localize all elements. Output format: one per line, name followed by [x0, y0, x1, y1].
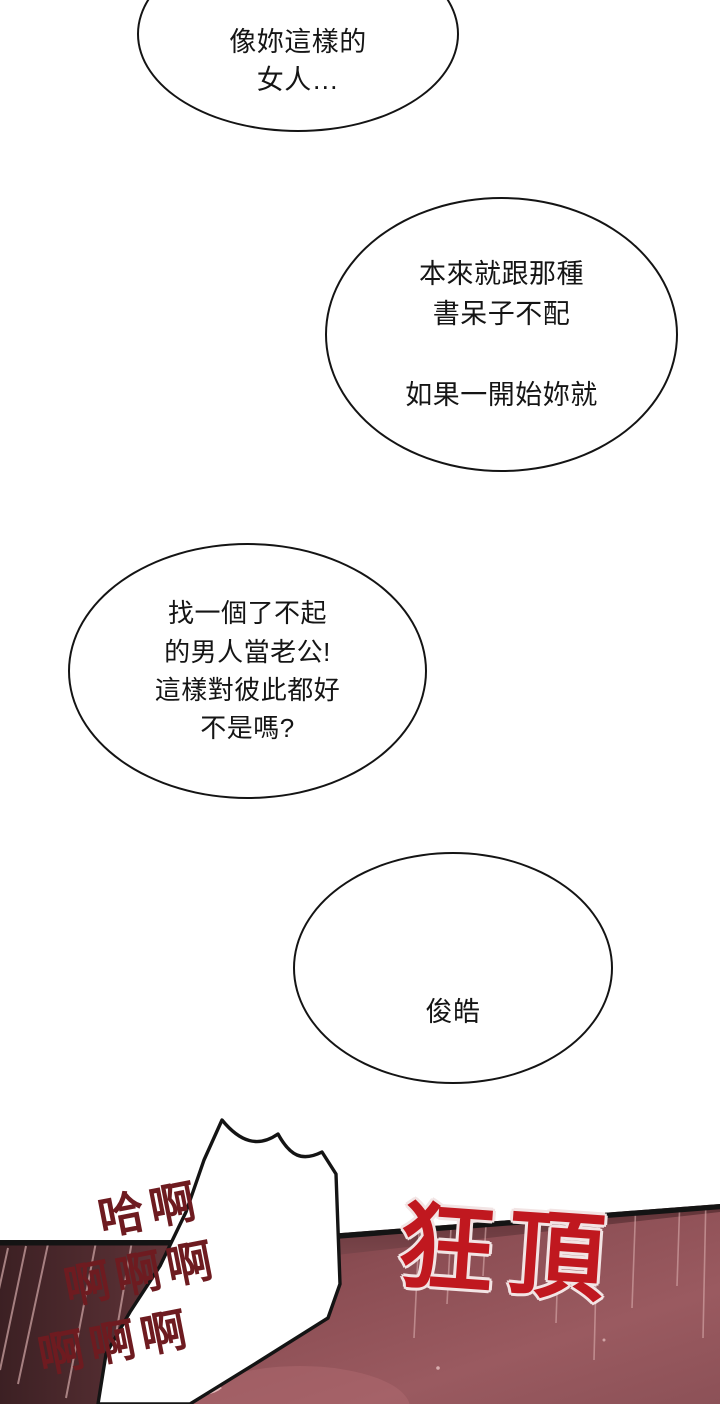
- speech-bubble-2: 本來就跟那種 書呆子不配 如果一開始妳就: [325, 197, 678, 472]
- bottom-art-panel: 哈啊 啊啊啊 啊啊啊 狂頂: [0, 1108, 720, 1404]
- speech-bubble-4: 俊皓: [293, 852, 613, 1084]
- shout-bubble-shape: [96, 1118, 342, 1404]
- speech-bubble-4-text: 俊皓: [425, 996, 481, 1027]
- panel-artwork: [0, 1108, 720, 1404]
- speech-bubble-1: 像妳這樣的 女人…: [137, 0, 459, 132]
- speech-bubble-3: 找一個了不起 的男人當老公! 這樣對彼此都好 不是嗎?: [68, 543, 427, 799]
- speech-bubble-1-text: 像妳這樣的 女人…: [229, 26, 367, 95]
- speech-bubble-3-text: 找一個了不起 的男人當老公! 這樣對彼此都好 不是嗎?: [154, 598, 341, 744]
- speech-bubble-2-text: 本來就跟那種 書呆子不配 如果一開始妳就: [405, 258, 598, 411]
